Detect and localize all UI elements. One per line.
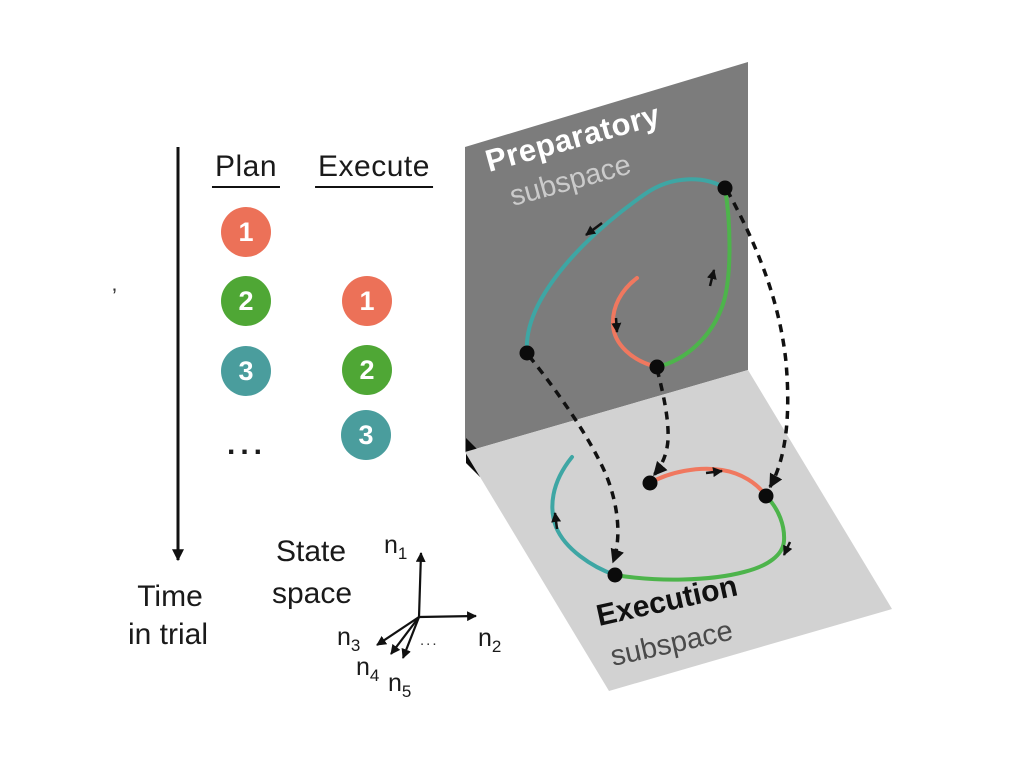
state-dots <box>519 180 774 583</box>
preparatory-plane <box>465 62 748 452</box>
state-space-label-line1: State <box>275 535 347 568</box>
axis-n2-base: n <box>478 624 492 652</box>
axis-label-n2: n2 <box>478 624 501 657</box>
axis-n1-base: n <box>384 531 398 559</box>
exec-dot-bottom <box>607 567 623 583</box>
stray-apostrophe-mark: ’ <box>112 284 117 309</box>
axes-ellipsis: ... <box>420 632 439 649</box>
prep-trajectory-green <box>655 186 732 369</box>
execute-step-2-badge: 2 <box>342 345 392 395</box>
plan-step-3-label: 3 <box>238 355 254 386</box>
axis-n2-sub: 2 <box>491 637 502 656</box>
exec-dot-right <box>758 488 774 504</box>
axis-n3 <box>376 616 420 646</box>
axis-n1-sub: 1 <box>397 544 408 563</box>
exec-dot-red-start <box>642 475 658 491</box>
exec-teal-direction-arrow <box>551 512 562 530</box>
prep-dot-left <box>519 345 535 361</box>
plan-step-1-label: 1 <box>238 216 254 247</box>
exec-green-direction-arrow <box>782 541 793 556</box>
connector-mid-to-red-start <box>652 368 670 477</box>
state-space-label-line2: space <box>271 577 353 610</box>
axis-n5 <box>401 616 421 659</box>
axis-n4 <box>390 616 420 655</box>
execute-step-2-label: 2 <box>359 354 375 385</box>
axis-n3-base: n <box>337 623 351 651</box>
axis-n2 <box>418 611 477 622</box>
axis-n3-sub: 3 <box>350 636 361 655</box>
plan-step-3-badge: 3 <box>221 346 271 396</box>
prep-teal-direction-arrow <box>585 222 603 236</box>
axis-label-n1: n1 <box>384 531 407 564</box>
axis-n5-sub: 5 <box>401 682 412 701</box>
execute-step-1-badge: 1 <box>342 276 392 326</box>
axis-n5-base: n <box>388 669 402 697</box>
plan-column-header: Plan <box>211 150 281 188</box>
plan-step-2-badge: 2 <box>221 276 271 326</box>
exec-salmon-direction-arrow <box>705 467 723 478</box>
execute-step-1-label: 1 <box>359 285 375 316</box>
plan-step-1-badge: 1 <box>221 207 271 257</box>
execute-step-3-badge: 3 <box>341 410 391 460</box>
exec-trajectory-green <box>613 494 787 582</box>
execute-step-3-label: 3 <box>358 419 374 450</box>
prep-green-direction-arrow <box>706 269 717 287</box>
plan-ellipsis: ... <box>226 428 268 461</box>
plan-step-2-label: 2 <box>238 285 254 316</box>
axis-n4-sub: 4 <box>369 666 380 685</box>
connector-top-to-right <box>725 189 790 489</box>
axis-n1 <box>415 552 426 618</box>
connector-left-to-bottom <box>527 354 624 564</box>
execute-column-header: Execute <box>315 150 433 188</box>
time-axis-label-line1: Time <box>137 580 203 613</box>
axis-label-n3: n3 <box>337 623 360 656</box>
state-space-axes <box>376 552 477 659</box>
axis-label-n4: n4 <box>356 653 379 686</box>
axis-label-n5: n5 <box>388 669 411 702</box>
execution-plane <box>465 370 892 691</box>
axis-n4-base: n <box>356 653 370 681</box>
prep-salmon-direction-arrow <box>611 317 622 333</box>
prep-dot-mid <box>649 359 665 375</box>
time-axis-label-line2: in trial <box>127 618 209 651</box>
prep-dot-top <box>717 180 733 196</box>
